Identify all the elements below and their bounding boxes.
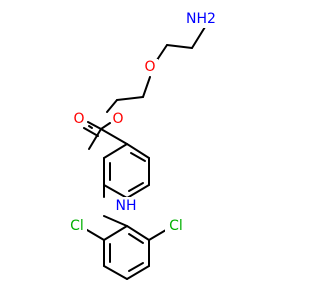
ring1-d2	[128, 182, 144, 192]
ester-o-label: O	[112, 111, 123, 127]
bond-oester-c	[88, 125, 93, 129]
bond-ch2-oester	[106, 99, 118, 113]
chlorine-right-label: Cl	[169, 218, 183, 234]
bond-oether-ch2	[142, 76, 151, 98]
bond-ch2-ch2-a	[191, 26, 206, 49]
bond-ch2-ch2-b	[166, 44, 193, 49]
bond-carbonyl-double-b	[83, 127, 99, 137]
bond-carbonyl-double-a	[87, 121, 102, 130]
bond-ch2-ring1	[100, 128, 128, 145]
ring2-d1	[128, 233, 144, 244]
carbonyl-o-label: O	[73, 111, 84, 127]
ring1-b3	[126, 184, 150, 199]
bond-carbonyl-c-ch2	[88, 128, 102, 150]
bonds	[81, 18, 206, 280]
chlorine-left-label: Cl	[70, 218, 84, 234]
bond-ch2-oether	[156, 44, 168, 61]
bond-ch2-ch2-c	[116, 96, 144, 101]
ring2-b3	[126, 265, 150, 280]
amine-n-label: NH2	[186, 11, 216, 27]
ring2-b1	[126, 225, 150, 241]
ring1-b4	[103, 184, 128, 199]
ring2-b4	[103, 265, 128, 280]
ring1-b6	[103, 143, 128, 159]
molecule-canvas: NH2 O O O NH Cl Cl	[66, 10, 216, 280]
bond-c-oester	[100, 122, 111, 130]
ring2-d2	[128, 262, 144, 272]
bond-nh-ring2	[103, 215, 128, 227]
molecule-structure: NH2 O O O NH Cl Cl	[66, 10, 216, 280]
amine-bridge-label: NH	[116, 198, 137, 214]
ring1-d1	[130, 152, 146, 162]
ring2-b6	[103, 225, 128, 241]
atom-labels: NH2 O O O NH Cl Cl	[66, 10, 216, 235]
ether-o-label: O	[144, 59, 155, 75]
ring1-b1	[126, 143, 150, 159]
